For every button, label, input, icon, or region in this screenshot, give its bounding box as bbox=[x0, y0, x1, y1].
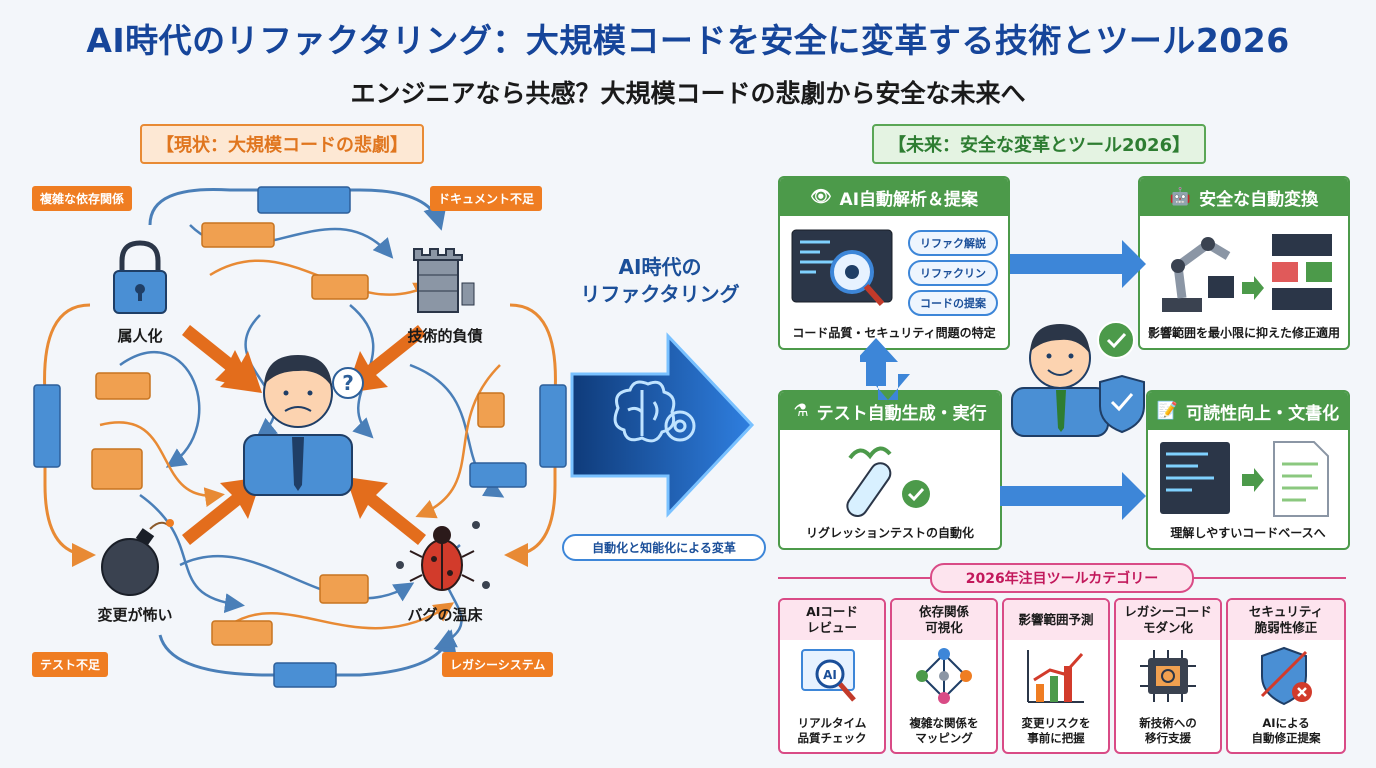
pill-code-suggest: コードの提案 bbox=[908, 290, 998, 316]
svg-text:AI: AI bbox=[823, 668, 837, 682]
tangled-dependency-diagram: ? bbox=[33, 186, 567, 688]
card-ai-analysis: 👁 AI自動解析＆提案 リファク解説 リファクリン コードの提案 コード品質・セ… bbox=[778, 176, 1010, 350]
eye-icon: 👁 bbox=[809, 187, 832, 207]
tool-ai-code-review-head: AIコードレビュー bbox=[780, 600, 884, 640]
tool-security-fix-caption: AIによる自動修正提案 bbox=[1251, 716, 1321, 746]
callout-complex-dependency: 複雑な依存関係 bbox=[32, 186, 133, 211]
center-title-line1: AI時代の bbox=[618, 255, 702, 279]
code-to-doc-icon bbox=[1160, 441, 1329, 517]
shield-icon bbox=[1260, 646, 1312, 706]
center-caption: 自動化と知能化による変革 bbox=[562, 534, 766, 561]
card-safe-transform: 🤖 安全な自動変換 影響範囲を最小限に抑えた修正適用 bbox=[1138, 176, 1350, 350]
stressed-engineer-icon: ? bbox=[243, 355, 364, 496]
flask-icon: ⚗ bbox=[793, 401, 809, 421]
tool-impact-prediction-caption: 変更リスクを事前に把握 bbox=[1021, 716, 1091, 746]
callout-missing-docs: ドキュメント不足 bbox=[430, 186, 543, 211]
tool-ai-code-review: AIコードレビュー AI リアルタイム品質チェック bbox=[778, 598, 886, 754]
card-readability-caption: 理解しやすいコードベースへ bbox=[1170, 526, 1326, 540]
magnifier-icon: AI bbox=[801, 649, 856, 702]
callout-missing-tests: テスト不足 bbox=[32, 652, 109, 677]
robot-icon: 🤖 bbox=[1169, 187, 1192, 207]
tool-dependency-visualization: 依存関係可視化 複雑な関係をマッピング bbox=[890, 598, 998, 754]
page-subtitle: エンジニアなら共感？大規模コードの悲劇から安全な未来へ bbox=[350, 79, 1026, 108]
ruined-tower-icon bbox=[413, 248, 475, 313]
tool-security-fix-head: セキュリティ脆弱性修正 bbox=[1228, 600, 1344, 640]
test-tube-icon bbox=[846, 446, 930, 518]
page-title: AI時代のリファクタリング：大規模コードを安全に変革する技術とツール2026 bbox=[86, 21, 1290, 60]
card-safe-transform-caption: 影響範囲を最小限に抑えた修正適用 bbox=[1147, 326, 1340, 340]
left-section-heading: 【現状：大規模コードの悲劇】 bbox=[140, 124, 424, 164]
card-readability-header: 📝 可読性向上・文書化 bbox=[1148, 392, 1348, 430]
pill-refactor-lint: リファクリン bbox=[908, 260, 998, 286]
tools-section-title: 2026年注目ツールカテゴリー bbox=[930, 563, 1194, 593]
label-technical-debt: 技術的負債 bbox=[407, 327, 483, 345]
label-bug-hotbed: バグの温床 bbox=[407, 606, 483, 624]
label-knowledge-silo: 属人化 bbox=[117, 327, 163, 345]
bomb-icon bbox=[101, 519, 174, 596]
tool-impact-prediction: 影響範囲予測 変更リスクを事前に把握 bbox=[1002, 598, 1110, 754]
chart-icon bbox=[1027, 650, 1084, 703]
card-ai-analysis-caption: コード品質・セキュリティ問題の特定 bbox=[792, 326, 996, 340]
tool-legacy-modernization-caption: 新技術への移行支援 bbox=[1139, 716, 1197, 746]
lock-icon bbox=[113, 240, 167, 314]
card-safe-transform-title: 安全な自動変換 bbox=[1199, 189, 1319, 210]
center-title-line2: リファクタリング bbox=[580, 282, 740, 306]
happy-engineer-icon bbox=[1011, 321, 1145, 437]
card-readability: 📝 可読性向上・文書化 理解しやすいコードベースへ bbox=[1146, 390, 1350, 550]
right-section-heading: 【未来：安全な変革とツール2026】 bbox=[872, 124, 1207, 164]
card-safe-transform-header: 🤖 安全な自動変換 bbox=[1140, 178, 1348, 216]
card-test-generation-caption: リグレッションテストの自動化 bbox=[805, 526, 974, 540]
tool-security-fix: セキュリティ脆弱性修正 AIによる自動修正提案 bbox=[1226, 598, 1346, 754]
tool-legacy-modernization-head: レガシーコードモダン化 bbox=[1116, 600, 1220, 640]
tool-dependency-visualization-head: 依存関係可視化 bbox=[892, 600, 996, 640]
callout-legacy-system: レガシーシステム bbox=[442, 652, 554, 677]
card-test-generation-title: テスト自動生成・実行 bbox=[816, 403, 987, 424]
tool-impact-prediction-head: 影響範囲予測 bbox=[1004, 600, 1108, 640]
card-ai-analysis-header: 👁 AI自動解析＆提案 bbox=[780, 178, 1008, 216]
tool-ai-code-review-caption: リアルタイム品質チェック bbox=[797, 716, 867, 746]
document-edit-icon: 📝 bbox=[1156, 401, 1179, 421]
center-title: AI時代の リファクタリング bbox=[560, 254, 760, 308]
card-readability-title: 可読性向上・文書化 bbox=[1186, 403, 1340, 424]
card-ai-analysis-title: AI自動解析＆提案 bbox=[839, 189, 979, 210]
label-fear-of-change: 変更が怖い bbox=[97, 606, 173, 624]
pill-refactor-explain: リファク解説 bbox=[908, 230, 998, 256]
robot-arm-icon bbox=[1162, 234, 1332, 312]
chip-icon bbox=[1140, 650, 1196, 702]
svg-text:?: ? bbox=[342, 371, 354, 395]
code-scan-icon bbox=[791, 229, 893, 306]
network-icon bbox=[916, 648, 972, 704]
card-test-generation: ⚗ テスト自動生成・実行 リグレッションテストの自動化 bbox=[778, 390, 1002, 550]
tool-dependency-visualization-caption: 複雑な関係をマッピング bbox=[909, 716, 979, 746]
transformation-arrow bbox=[570, 332, 755, 518]
flow-arrows bbox=[860, 240, 1146, 520]
bug-icon bbox=[396, 521, 490, 591]
brain-gear-icon bbox=[613, 380, 696, 443]
tool-legacy-modernization: レガシーコードモダン化 新技術への移行支援 bbox=[1114, 598, 1222, 754]
